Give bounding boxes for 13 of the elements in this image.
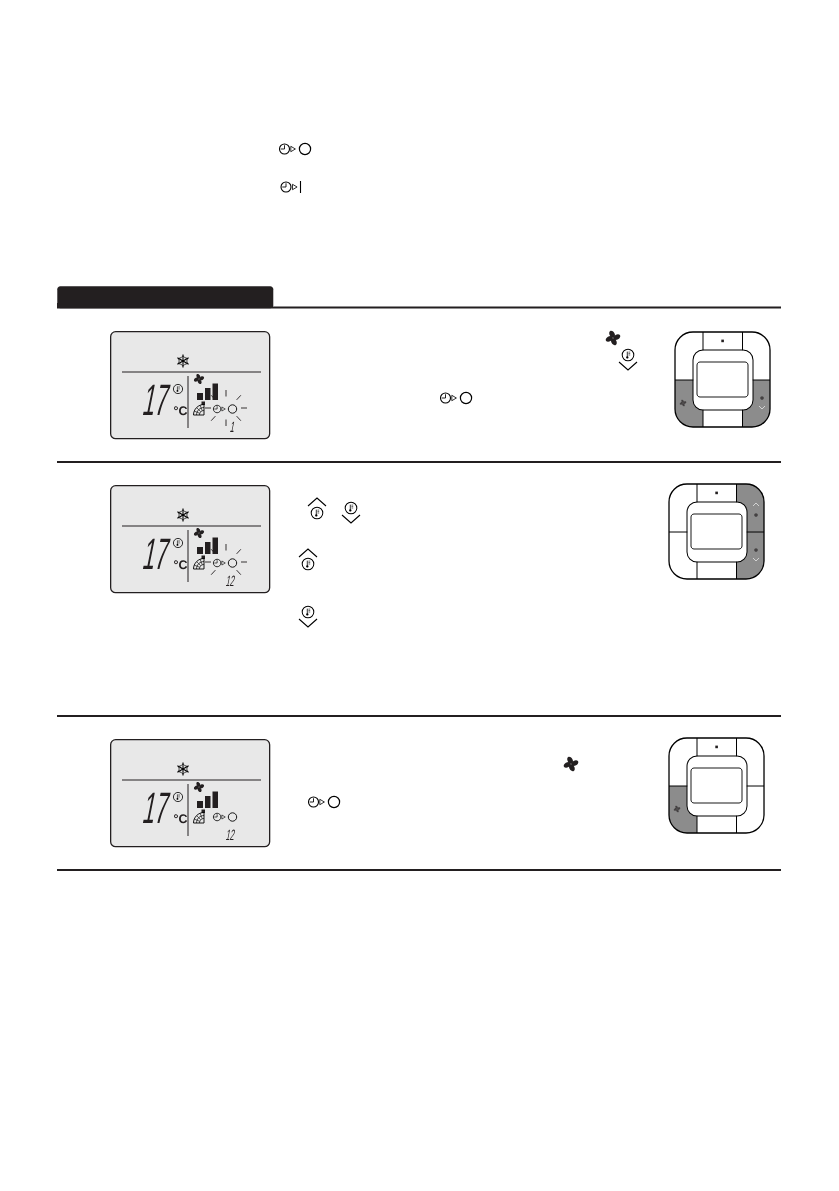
temperature-reading: 17: [142, 538, 171, 569]
unit-label: °C: [174, 406, 188, 416]
lcd-display: [110, 485, 271, 594]
lcd-display: [110, 331, 271, 440]
temperature-reading: 17: [142, 792, 171, 823]
section-tab: [57, 286, 274, 309]
unit-label: °C: [174, 814, 188, 824]
timer-reading: 1: [230, 421, 235, 432]
timer-reading: 12: [225, 829, 235, 840]
temperature-reading: 17: [142, 384, 171, 415]
timer-reading: 12: [225, 575, 235, 586]
unit-label: °C: [174, 560, 188, 570]
lcd-display: [110, 739, 271, 848]
